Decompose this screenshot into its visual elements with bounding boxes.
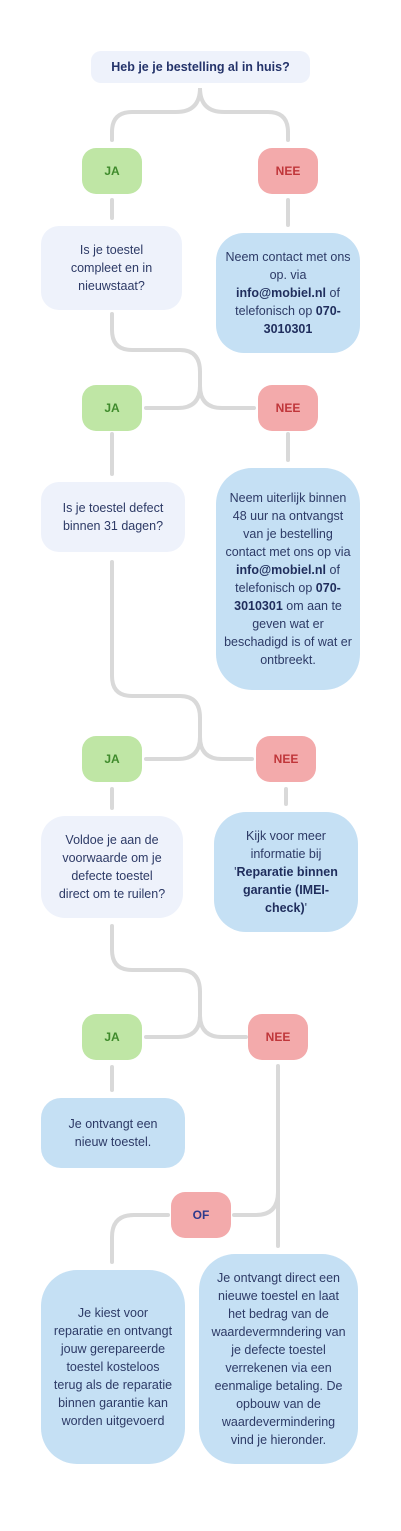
answer-new-device: Je ontvangt een nieuw toestel. xyxy=(41,1098,185,1168)
email-link[interactable]: info@mobiel.nl xyxy=(236,563,327,577)
yes-pill-1: JA xyxy=(82,148,142,194)
connector-q3-split xyxy=(110,924,202,1039)
question-defect-31-days: Is je toestel defect binnen 31 dagen? xyxy=(41,482,185,552)
answer-contact-1-part2: of telefonisch op xyxy=(235,286,340,318)
yes-label: JA xyxy=(104,752,120,766)
answer-option-repair-text: Je kiest voor reparatie en ontvangt jouw… xyxy=(53,1306,173,1428)
yes-label: JA xyxy=(104,164,120,178)
yes-label: JA xyxy=(104,401,120,415)
answer-contact-1: Neem contact met ons op. via info@mobiel… xyxy=(216,233,360,353)
answer-contact-2-text: Neem uiterlijk binnen 48 uur na ontvangs… xyxy=(224,489,352,669)
connector-nee4-of xyxy=(232,1064,280,1217)
start-question: Heb je je bestelling al in huis? xyxy=(91,51,310,83)
connector-q1-split xyxy=(110,312,202,410)
no-pill-4: NEE xyxy=(248,1014,308,1060)
answer-more-info: Kijk voor meer informatie bij 'Reparatie… xyxy=(214,812,358,932)
question-defect-31-days-text: Is je toestel defect binnen 31 dagen? xyxy=(62,501,164,533)
start-question-text: Heb je je bestelling al in huis? xyxy=(111,60,290,74)
connector-q2-nee3 xyxy=(198,735,254,761)
question-exchange-condition: Voldoe je aan de voorwaarde om je defect… xyxy=(41,816,183,918)
email-link[interactable]: info@mobiel.nl xyxy=(236,286,327,300)
answer-more-info-part1: Kijk voor meer informatie bij xyxy=(246,829,326,861)
answer-contact-1-part1: Neem contact met ons op. via xyxy=(225,250,351,282)
question-complete-text: Is je toestel compleet en in nieuwstaat? xyxy=(70,243,153,293)
answer-option-new-device: Je ontvangt direct een nieuwe toestel en… xyxy=(199,1254,358,1464)
warranty-repair-link[interactable]: Reparatie binnen garantie (IMEI-check) xyxy=(236,865,338,915)
connector-of-optiona xyxy=(110,1213,170,1264)
no-label: NEE xyxy=(275,164,301,178)
yes-label: JA xyxy=(104,1030,120,1044)
answer-option-repair: Je kiest voor reparatie en ontvangt jouw… xyxy=(41,1270,185,1464)
no-label: NEE xyxy=(273,752,299,766)
or-pill: OF xyxy=(171,1192,231,1238)
yes-pill-2: JA xyxy=(82,385,142,431)
connector-q2-split xyxy=(110,560,202,761)
phone-link[interactable]: 070-3010301 xyxy=(234,581,341,613)
answer-contact-1-text: Neem contact met ons op. via info@mobiel… xyxy=(224,248,352,338)
question-exchange-condition-text: Voldoe je aan de voorwaarde om je defect… xyxy=(58,833,166,901)
phone-link[interactable]: 070-3010301 xyxy=(263,304,341,336)
no-label: NEE xyxy=(275,401,301,415)
no-label: NEE xyxy=(265,1030,291,1044)
question-complete: Is je toestel compleet en in nieuwstaat? xyxy=(41,226,182,310)
answer-option-new-device-text: Je ontvangt direct een nieuwe toestel en… xyxy=(211,1271,346,1447)
answer-contact-2-part3: om aan te geven wat er beschadigd is of … xyxy=(224,599,352,667)
yes-pill-3: JA xyxy=(82,736,142,782)
yes-pill-4: JA xyxy=(82,1014,142,1060)
answer-more-info-text: Kijk voor meer informatie bij 'Reparatie… xyxy=(222,827,350,917)
answer-contact-2: Neem uiterlijk binnen 48 uur na ontvangs… xyxy=(216,468,360,690)
quote-open: ' xyxy=(234,865,237,879)
quote-close: ' xyxy=(304,901,307,915)
no-pill-1: NEE xyxy=(258,148,318,194)
connector-q1-nee2 xyxy=(198,384,256,410)
or-label: OF xyxy=(192,1208,210,1222)
answer-new-device-text: Je ontvangt een nieuw toestel. xyxy=(68,1117,158,1149)
connector-start-split xyxy=(110,87,290,142)
no-pill-2: NEE xyxy=(258,385,318,431)
answer-contact-2-part1: Neem uiterlijk binnen 48 uur na ontvangs… xyxy=(225,491,351,559)
answer-contact-2-part2: of telefonisch op xyxy=(235,563,340,595)
no-pill-3: NEE xyxy=(256,736,316,782)
connector-q3-nee4 xyxy=(198,1013,248,1039)
